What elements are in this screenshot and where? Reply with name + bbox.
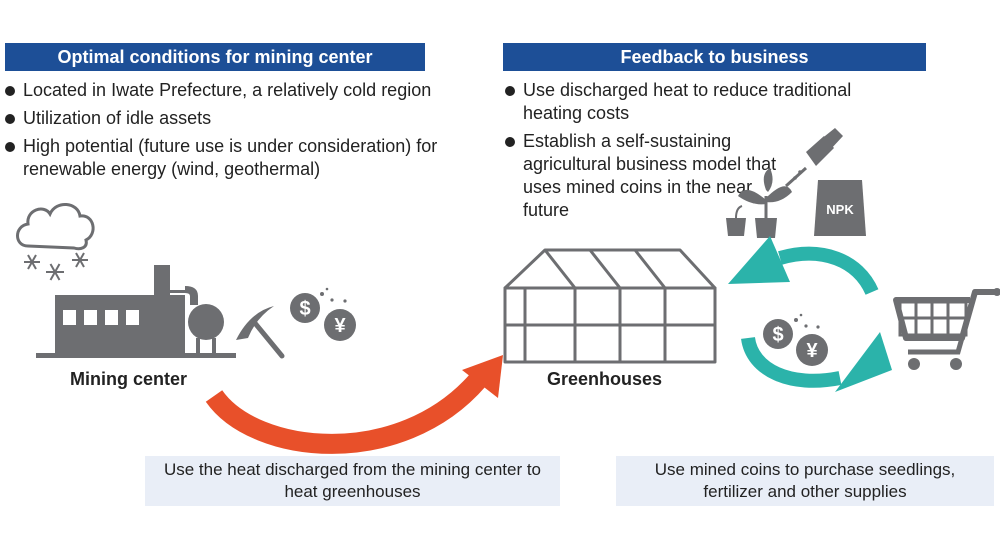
yen-symbol: ¥ (806, 340, 818, 362)
snowflake-icon (24, 252, 88, 281)
list-item: Establish a self-sustaining agricultural… (505, 130, 785, 222)
factory-icon (36, 265, 236, 358)
mining-conditions-header: Optimal conditions for mining center (5, 43, 425, 71)
heat-caption-text: Use the heat discharged from the mining … (163, 460, 542, 501)
feedback-list: Use discharged heat to reduce traditiona… (505, 79, 905, 227)
list-item: Use discharged heat to reduce traditiona… (505, 79, 905, 125)
seedling-icon (726, 168, 792, 238)
dollar-symbol: $ (772, 324, 783, 346)
heat-caption: Use the heat discharged from the mining … (145, 456, 560, 506)
mining-center-label: Mining center (70, 369, 188, 389)
greenhouses-label: Greenhouses (547, 369, 663, 389)
feedback-header: Feedback to business (503, 43, 926, 71)
fertilizer-bag-icon: NPK (814, 180, 866, 236)
npk-label: NPK (826, 202, 854, 217)
cycle-coins-icon: $ ¥ (763, 313, 828, 366)
cycle-arrowheads (728, 236, 892, 392)
fertilizer-bottle-icon (784, 128, 843, 188)
pickaxe-icon (236, 306, 285, 359)
shopping-cart-icon (893, 288, 1000, 370)
cycle-arrows-icon (741, 246, 879, 388)
list-item: Utilization of idle assets (5, 107, 475, 130)
dollar-symbol: $ (299, 298, 310, 320)
list-item: Located in Iwate Prefecture, a relativel… (5, 79, 475, 102)
cloud-icon (16, 203, 95, 251)
greenhouse-icon (503, 248, 717, 364)
coins-caption-text: Use mined coins to purchase seedlings, f… (654, 460, 956, 501)
yen-symbol: ¥ (334, 315, 346, 337)
list-item: High potential (future use is under cons… (5, 135, 475, 181)
coins-icon: $ ¥ (290, 287, 356, 341)
coins-caption: Use mined coins to purchase seedlings, f… (616, 456, 994, 506)
mining-conditions-list: Located in Iwate Prefecture, a relativel… (5, 79, 475, 186)
heat-flow-arrow (205, 355, 503, 454)
